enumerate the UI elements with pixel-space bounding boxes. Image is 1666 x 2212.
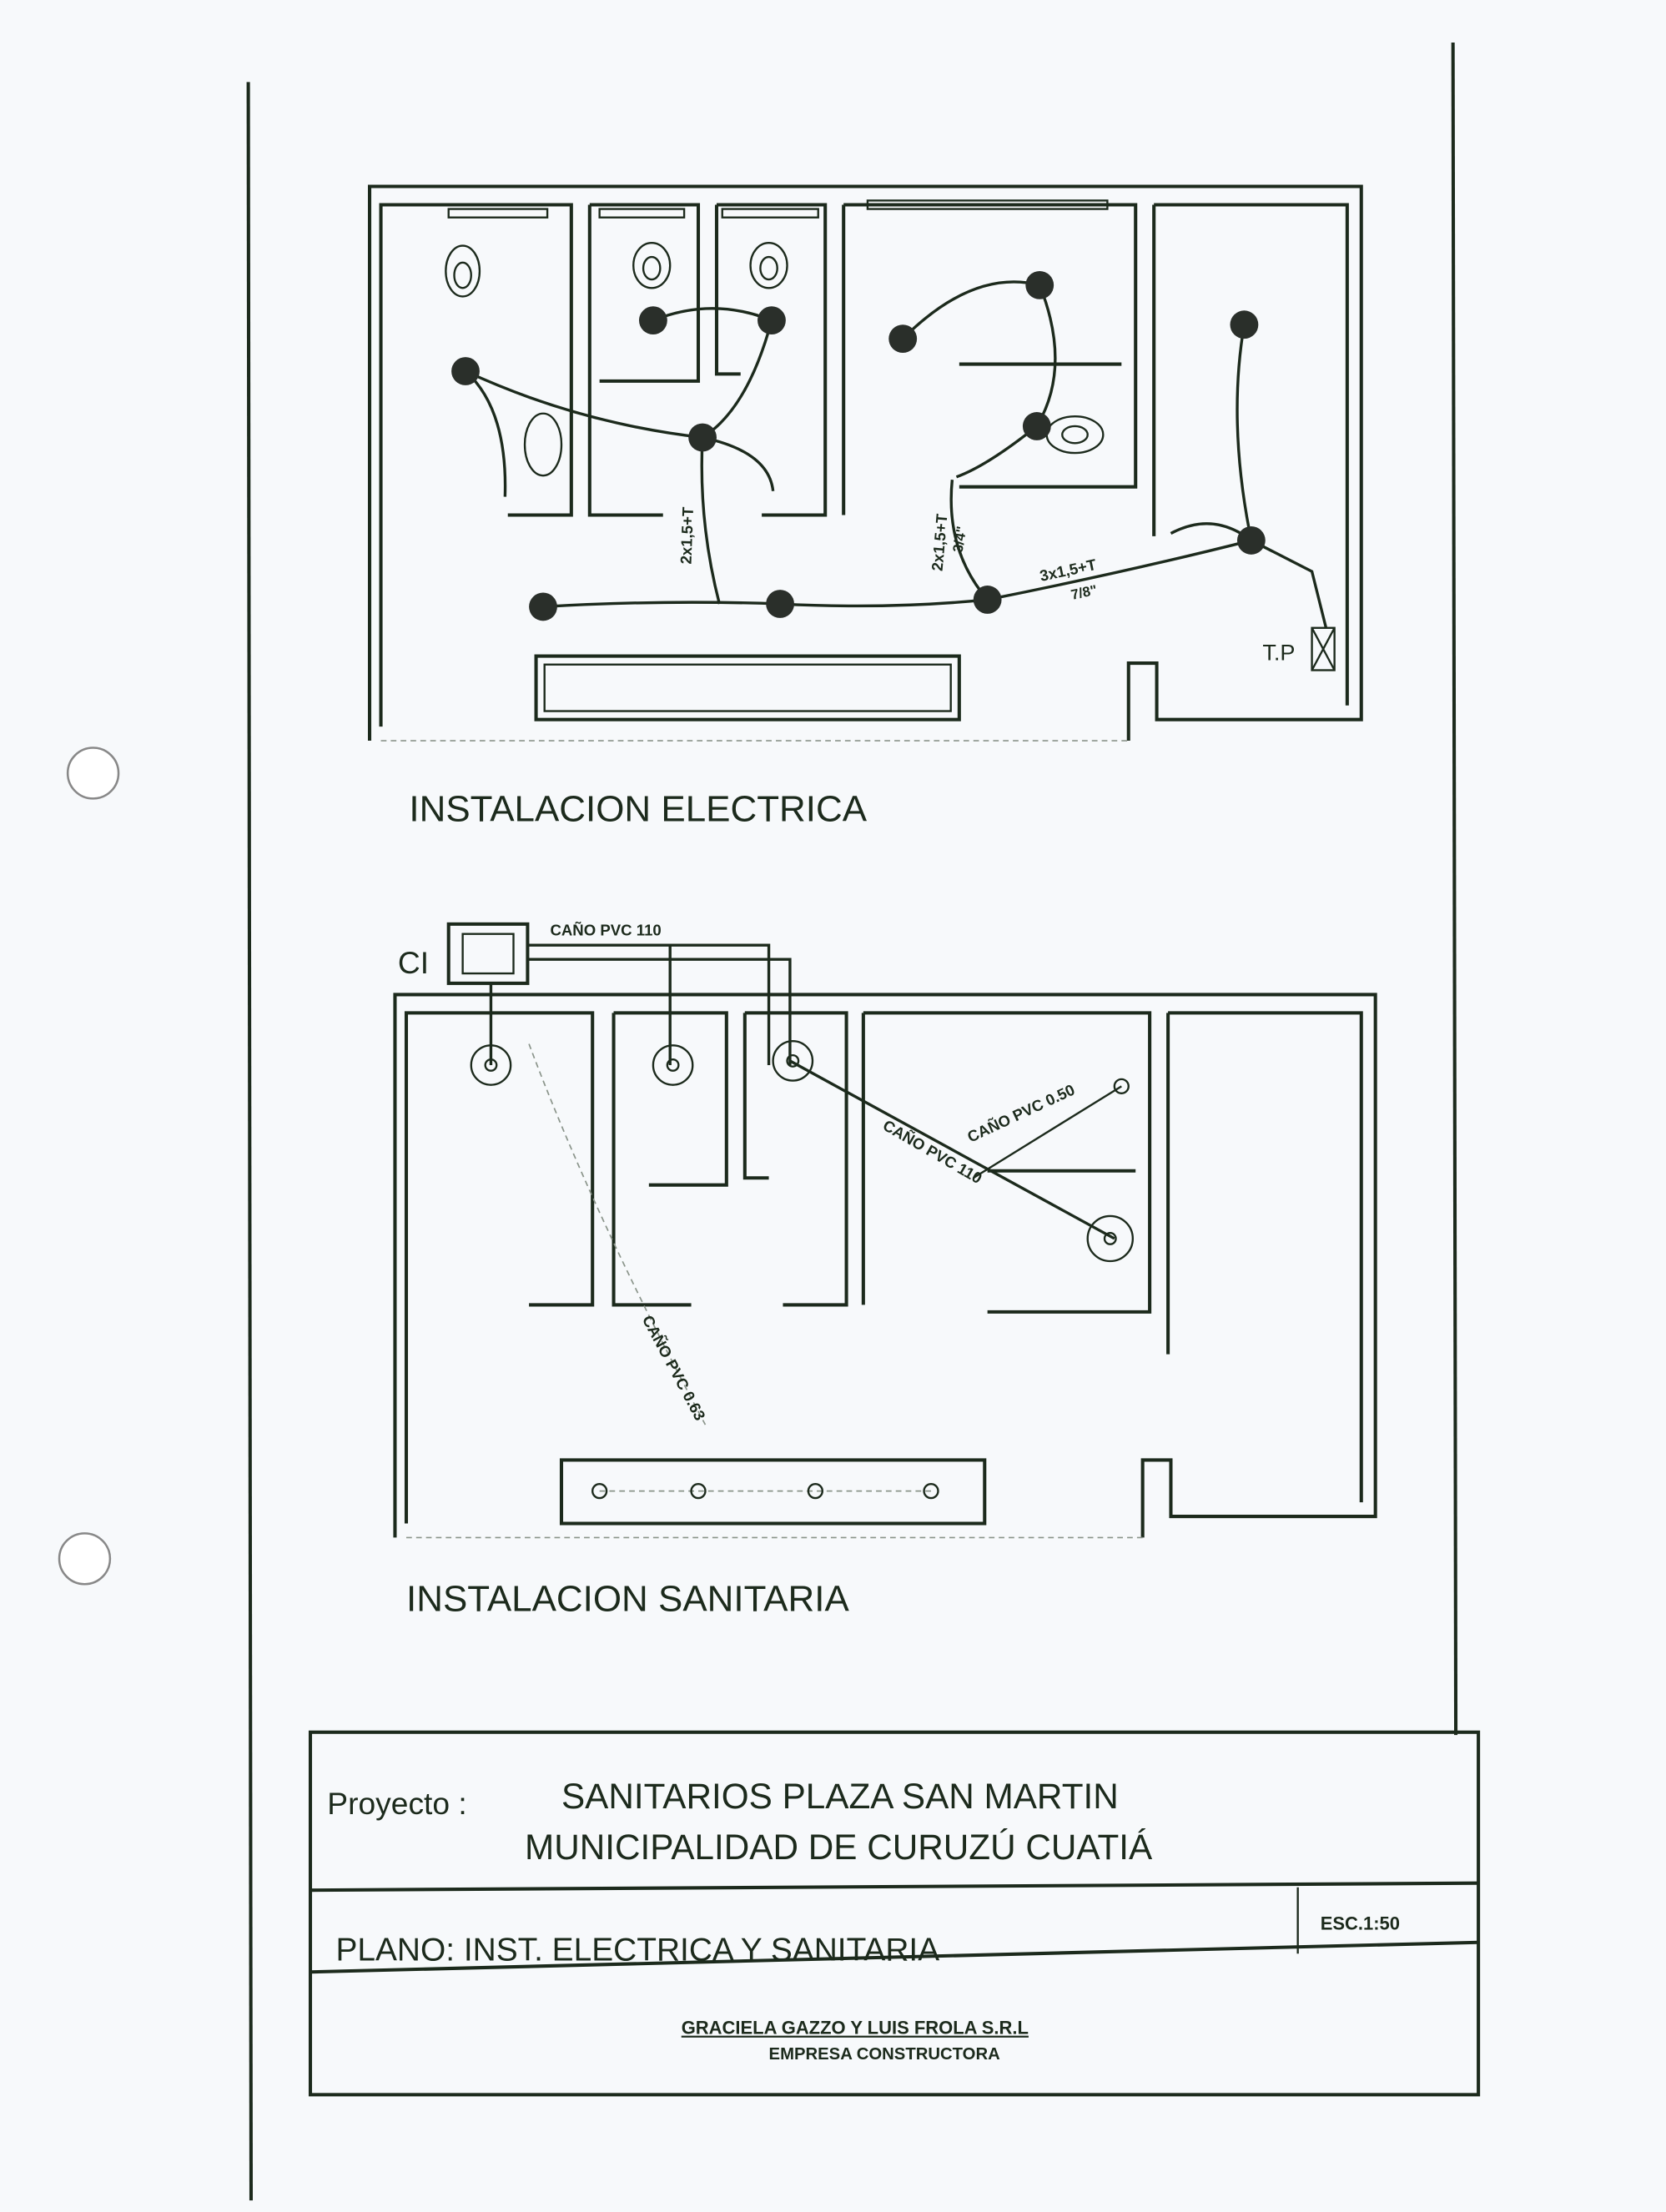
light-points: [451, 270, 1266, 621]
punch-hole: [66, 747, 120, 800]
toilet-icon: [1045, 415, 1105, 455]
plan-title: INSTALACION SANITARIA: [406, 1578, 849, 1619]
light-point: [1025, 270, 1054, 299]
toilet-icon: [749, 241, 788, 289]
light-point: [888, 324, 918, 354]
title-block: Proyecto : SANITARIOS PLAZA SAN MARTIN M…: [308, 1730, 1481, 2097]
wire-label: 3x1,5+T: [1038, 556, 1098, 585]
drain-icon: [470, 1044, 512, 1086]
conduit-label: 7/8": [1070, 582, 1099, 603]
plan-name: PLANO: INST. ELECTRICA Y SANITARIA: [335, 1933, 939, 1968]
toilet-icon: [445, 244, 481, 298]
drain-icon: [772, 1040, 814, 1082]
sink-icon: [523, 412, 563, 477]
project-name: SANITARIOS PLAZA SAN MARTIN: [561, 1777, 1119, 1816]
conduit-label: 3/4": [949, 525, 969, 554]
sanitary-plan: CI CAÑO PVC 110 CAÑO PVC 110 CAÑO PVC 0.…: [393, 921, 1377, 1619]
pipe-label: CAÑO PVC 110: [550, 921, 661, 938]
inspection-chamber-icon: [446, 922, 530, 985]
pipe-label: CAÑO PVC 0.63: [639, 1312, 709, 1423]
electrical-plan: 2x1,5+T 2x1,5+T 3/4" 3x1,5+T 7/8" T.P IN…: [367, 184, 1363, 829]
light-point: [1022, 412, 1051, 440]
wire-label: 2x1,5+T: [677, 506, 697, 565]
light-point: [1230, 310, 1259, 339]
light-point: [766, 590, 794, 618]
punch-hole: [58, 1532, 112, 1586]
light-point: [758, 306, 786, 335]
toilet-icon: [632, 241, 672, 289]
drain-icon: [1086, 1214, 1135, 1263]
project-client: MUNICIPALIDAD DE CURUZÚ CUATIÁ: [525, 1827, 1153, 1867]
wire-label: 2x1,5+T: [929, 513, 951, 572]
company-type: EMPRESA CONSTRUCTORA: [769, 2045, 1001, 2064]
light-point: [529, 592, 557, 621]
light-point: [973, 586, 1002, 614]
light-point: [1236, 526, 1266, 555]
light-point: [451, 357, 480, 385]
panel-icon: [1311, 626, 1336, 671]
project-label: Proyecto :: [327, 1786, 466, 1821]
sheet-left-border: [246, 82, 254, 2201]
light-point: [688, 423, 717, 452]
scale: ESC.1:50: [1321, 1913, 1400, 1934]
light-point: [638, 306, 667, 335]
panel-label: T.P: [1262, 641, 1295, 666]
sheet-right-border: [1451, 43, 1458, 1736]
plan-title: INSTALACION ELECTRICA: [409, 788, 867, 829]
pipe-label: CAÑO PVC 0.50: [964, 1081, 1077, 1146]
company-name: GRACIELA GAZZO Y LUIS FROLA S.R.L: [682, 2018, 1029, 2039]
inspection-chamber-label: CI: [398, 945, 429, 980]
drain-icon: [652, 1044, 694, 1086]
